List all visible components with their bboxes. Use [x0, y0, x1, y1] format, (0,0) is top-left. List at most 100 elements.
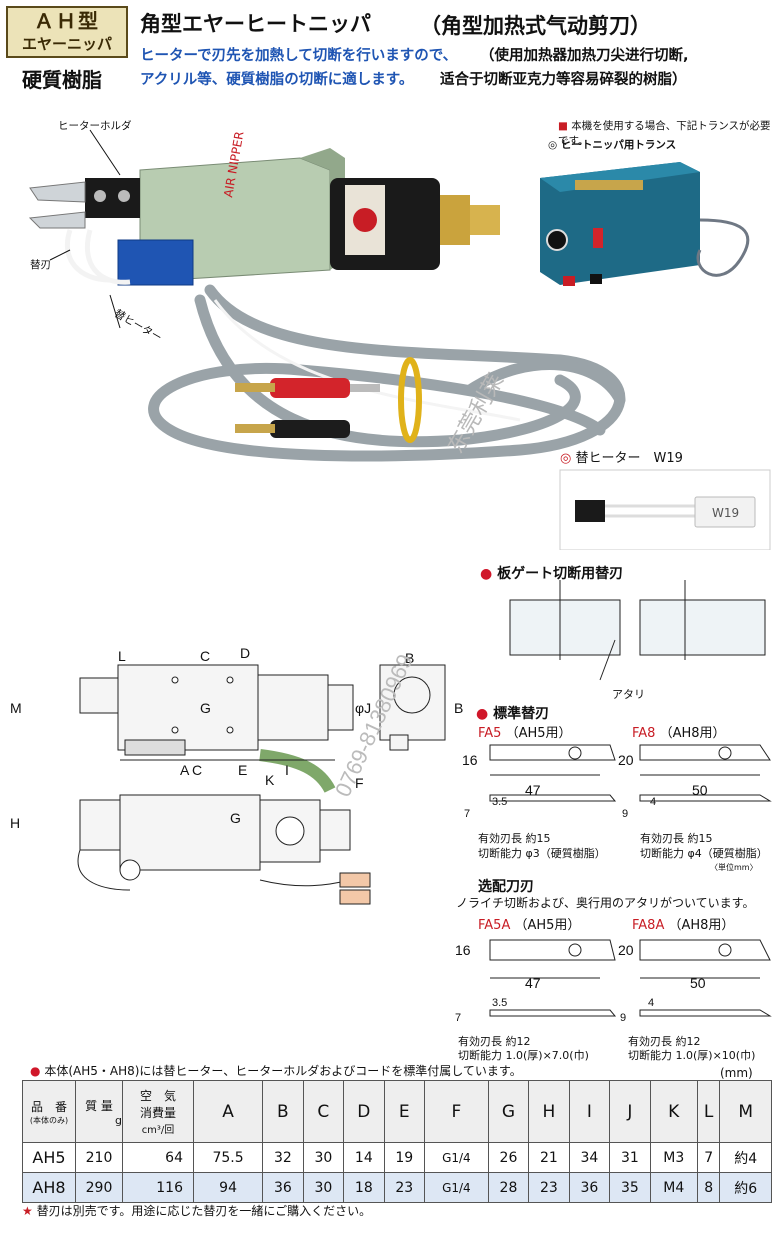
fa8a-dim-50: 50 — [690, 975, 706, 991]
fa8-cap: 切断能力 φ4（硬質樹脂） — [640, 847, 768, 860]
dim-e: E — [238, 762, 248, 778]
unit-mm: 〈単位mm〉 — [710, 863, 758, 872]
nipper-body — [28, 148, 500, 286]
fa5a-eff: 有効刃長 約12 — [458, 1035, 531, 1048]
opt-blade-note: ノライチ切断および、奥行用のアタリがついています。 — [456, 896, 755, 910]
red-plug — [235, 378, 380, 398]
desc-cn-1: （使用加热器加热刀尖进行切断, — [480, 48, 689, 64]
heater-w19-label: W19 — [712, 506, 739, 520]
fa5a-heading: FA5A （AH5用） — [478, 918, 581, 933]
dim-f: F — [355, 775, 364, 791]
fa8a-heading: FA8A （AH8用） — [632, 918, 735, 933]
th-col: J — [609, 1080, 651, 1143]
fa5-dim-47: 47 — [525, 782, 541, 798]
std-blade-title: ● 標準替刃 — [476, 706, 550, 722]
th-col: C — [302, 1080, 345, 1143]
model-badge: ＡＨ型 エヤーニッパ — [6, 6, 128, 58]
cable-tie — [398, 357, 422, 443]
dim-m: M — [10, 700, 22, 716]
transformer — [540, 162, 750, 286]
th-col: I — [568, 1080, 611, 1143]
fa5-dim-3-5: 3.5 — [492, 796, 508, 808]
heater-holder-block — [117, 239, 194, 286]
th-col: B — [262, 1080, 304, 1143]
desc-cn-2: 适合于切断亚克力等容易碎裂的树脂） — [440, 72, 687, 88]
fa8a-dim-9: 9 — [620, 1012, 627, 1024]
desc-jp-2: アクリル等、硬質樹脂の切断に適します。 — [140, 72, 414, 88]
table-row: AH8 290 116 94 36 30 18 23 G1/4 28 23 36… — [22, 1172, 772, 1203]
fa5-cap: 切断能力 φ3（硬質樹脂） — [478, 847, 606, 860]
page-title: 角型エヤーヒートニッパ — [140, 12, 371, 36]
black-plug — [235, 420, 350, 438]
fa5a-dim-47: 47 — [525, 975, 541, 991]
th-col: E — [383, 1080, 426, 1143]
dim-a: A — [180, 762, 190, 778]
dim-c2: C — [192, 762, 203, 778]
fa5a-dim-16: 16 — [455, 942, 471, 958]
dim-c: C — [200, 648, 211, 664]
table-unit: (mm) — [720, 1066, 753, 1080]
opt-blade-diagram — [489, 939, 772, 1017]
dimension-diagram — [77, 664, 446, 905]
th-col: D — [343, 1080, 385, 1143]
blade-holder — [85, 178, 140, 218]
fa8a-dim-4: 4 — [648, 997, 655, 1009]
atari-label: アタリ — [612, 688, 645, 701]
th-col: K — [649, 1080, 698, 1143]
fa5-eff: 有効刃長 約15 — [478, 832, 551, 845]
dim-phij: φJ — [355, 700, 372, 716]
fa5a-dim-3-5: 3.5 — [492, 997, 508, 1009]
trans-title: ◎ ヒートニッパ用トランス — [548, 139, 677, 151]
fa5a-cap: 切断能力 1.0(厚)×7.0(巾) — [458, 1049, 589, 1062]
plate-gate-title: ● 板ゲート切断用替刃 — [480, 566, 624, 582]
badge-line1: ＡＨ型 — [34, 9, 100, 33]
dim-g2: G — [230, 810, 241, 826]
fa8-dim-20: 20 — [618, 752, 634, 768]
th-model: 品 番(本体のみ) — [22, 1080, 76, 1143]
fa8a-dim-20: 20 — [618, 942, 634, 958]
th-col: L — [696, 1080, 721, 1143]
resin-label: 硬質樹脂 — [22, 68, 102, 92]
table-note: ● 本体(AH5・AH8)には替ヒーター、ヒーターホルダおよびコードを標準付属し… — [30, 1064, 522, 1078]
label-heater-holder: ヒーターホルダ — [58, 120, 132, 132]
table-row: AH5 210 64 75.5 32 30 14 19 G1/4 26 21 3… — [22, 1142, 772, 1173]
dim-k: K — [265, 772, 275, 788]
fa5a-dim-7: 7 — [455, 1012, 462, 1024]
dim-b-right: B — [454, 700, 464, 716]
product-photo: AIR NIPPER W19 东莞利莱 — [28, 129, 771, 550]
fa5-heading: FA5 （AH5用） — [478, 726, 572, 741]
fa8a-eff: 有効刃長 約12 — [628, 1035, 701, 1048]
cable-coil — [148, 284, 626, 462]
std-blade-diagram — [489, 744, 772, 802]
dim-h: H — [10, 815, 21, 831]
th-col: F — [424, 1080, 489, 1143]
fa5-dim-16: 16 — [462, 752, 478, 768]
th-col: A — [192, 1080, 264, 1143]
desc-jp-1: ヒーターで刃先を加熱して切断を行いますので、 — [140, 48, 458, 64]
table-footer: ★ 替刃は別売です。用途に応じた替刃を一緒にご購入ください。 — [22, 1204, 372, 1218]
fa5-dim-7: 7 — [464, 808, 471, 820]
trans-note: ■ 本機を使用する場合、下記トランスが必要です。 — [558, 120, 771, 147]
fa8-dim-50: 50 — [692, 782, 708, 798]
dim-i: I — [285, 762, 289, 778]
fa8-dim-4: 4 — [650, 796, 657, 808]
page-title-cn: （角型加热式气动剪刀） — [420, 14, 651, 38]
plate-gate-diagram — [509, 580, 766, 681]
fa8-eff: 有効刃長 約15 — [640, 832, 713, 845]
fa8-heading: FA8 （AH8用） — [632, 726, 726, 741]
fa8-dim-9: 9 — [622, 808, 629, 820]
dim-g: G — [200, 700, 211, 716]
dim-l: L — [118, 648, 126, 664]
label-spare-blade: 替刃 — [30, 259, 51, 271]
th-col: H — [528, 1080, 570, 1143]
th-col: M — [719, 1080, 772, 1143]
fa8a-cap: 切断能力 1.0(厚)×10(巾) — [628, 1049, 756, 1062]
badge-line2: エヤーニッパ — [21, 35, 112, 53]
dim-b-side: B — [405, 650, 415, 666]
opt-blade-title: 选配刀刃 — [478, 879, 534, 895]
heater-title: ◎ 替ヒーター W19 — [560, 451, 683, 466]
